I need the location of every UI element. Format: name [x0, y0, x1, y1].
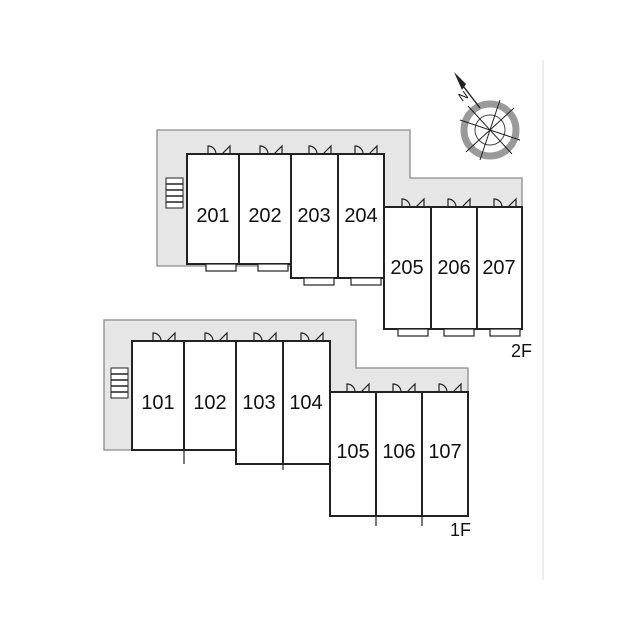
svg-text:201: 201 [196, 205, 229, 227]
floor-label-1f: 1F [450, 520, 471, 540]
svg-text:205: 205 [390, 257, 423, 279]
floor-1f: 101 102 103 104 105 106 107 [103, 319, 471, 540]
svg-text:203: 203 [297, 205, 330, 227]
room-202: 202 [238, 153, 292, 265]
room-206: 206 [430, 206, 478, 330]
room-204: 204 [337, 153, 385, 279]
floor-label-2f: 2F [511, 341, 532, 361]
floor-2f: 201 202 203 204 205 206 207 [156, 129, 532, 361]
svg-text:102: 102 [193, 392, 226, 414]
svg-text:107: 107 [428, 441, 461, 463]
room-205: 205 [383, 206, 432, 330]
room-107: 107 [421, 391, 469, 517]
svg-text:207: 207 [482, 257, 515, 279]
room-203: 203 [290, 153, 339, 279]
svg-text:104: 104 [289, 392, 322, 414]
north-label: N [456, 88, 471, 104]
svg-text:206: 206 [437, 257, 470, 279]
svg-text:106: 106 [382, 441, 415, 463]
room-101: 101 [131, 340, 185, 451]
stair-2f [165, 177, 184, 209]
svg-text:103: 103 [242, 392, 275, 414]
doors-2f [207, 144, 517, 208]
windows-2f [205, 263, 521, 337]
room-207: 207 [476, 206, 523, 330]
svg-text:101: 101 [141, 392, 174, 414]
compass-rose-icon: N [454, 72, 521, 161]
room-104: 104 [282, 340, 331, 465]
doors-1f [152, 331, 462, 393]
svg-text:105: 105 [336, 441, 369, 463]
svg-text:202: 202 [248, 205, 281, 227]
stair-1f [110, 367, 129, 399]
windows-1f [136, 449, 464, 526]
room-201: 201 [186, 153, 240, 265]
room-106: 106 [375, 391, 423, 517]
room-102: 102 [183, 340, 237, 451]
room-105: 105 [329, 391, 377, 517]
svg-text:204: 204 [344, 205, 377, 227]
room-103: 103 [235, 340, 284, 465]
